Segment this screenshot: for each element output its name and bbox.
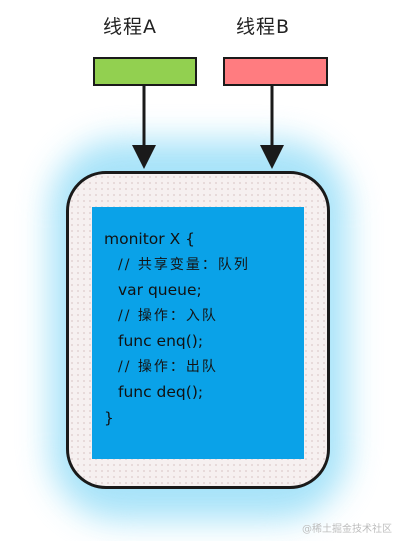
code-line: func deq(); <box>118 383 204 401</box>
code-comment-line: // 操作：出队 <box>118 358 218 375</box>
watermark: @稀土掘金技术社区 <box>302 524 392 535</box>
thread-a-box <box>93 57 197 86</box>
code-line: monitor X { <box>104 230 195 248</box>
code-comment-line: // 共享变量：队列 <box>118 256 250 273</box>
code-line: var queue; <box>118 281 202 299</box>
code-line: func enq(); <box>118 332 204 350</box>
thread-a-label: 线程A <box>103 16 157 38</box>
thread-b-box <box>223 57 328 86</box>
code-comment-line: // 操作：入队 <box>118 307 218 324</box>
code-line: } <box>104 408 114 427</box>
monitor-code-panel: monitor X { // 共享变量：队列 var queue; // 操作：… <box>92 207 304 459</box>
thread-b-label: 线程B <box>236 16 291 38</box>
